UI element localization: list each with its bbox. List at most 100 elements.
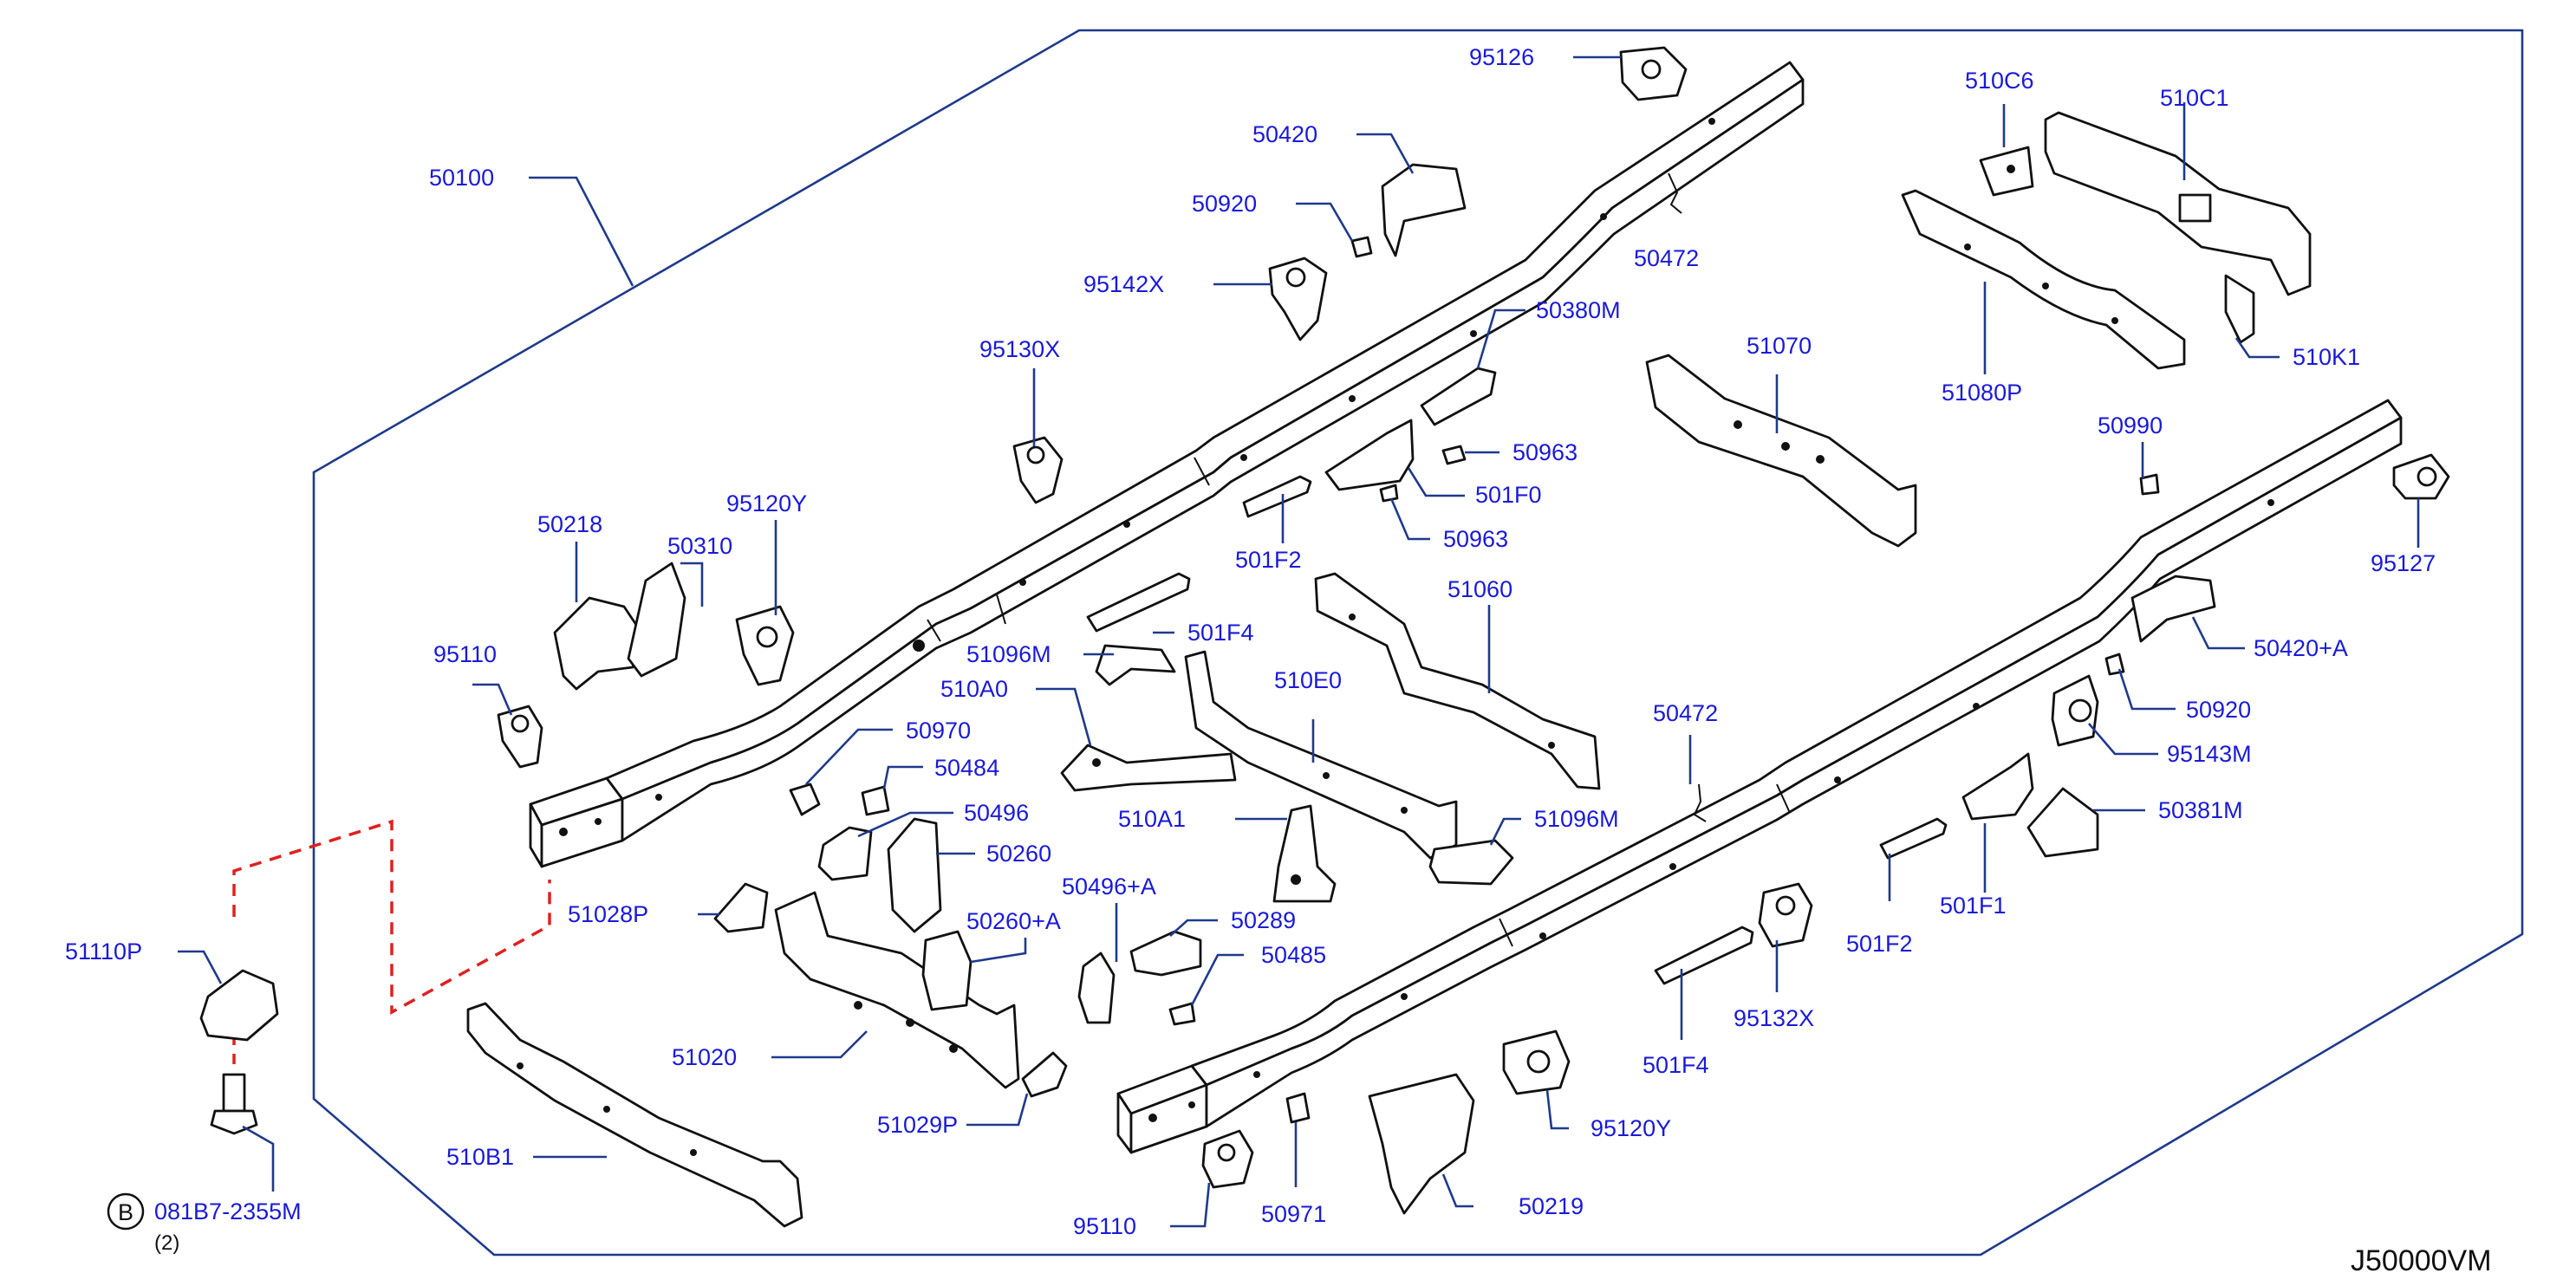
label-50920-upper: 50920 [1192, 191, 1257, 217]
clip-50484 [861, 785, 890, 816]
bracket-510k1 [2224, 274, 2255, 344]
lower-frame-rail [1116, 399, 2403, 1154]
label-95120y-lower: 95120Y [1590, 1115, 1671, 1141]
bracket-501f4-upper [1086, 572, 1191, 633]
label-50380m: 50380M [1536, 297, 1621, 323]
part-labels: 50100 95126 50420 50920 95142X 50472 510… [65, 44, 2436, 1239]
bracket-501f0 [1324, 419, 1415, 491]
label-51096m-lower: 51096M [1534, 806, 1619, 832]
bracket-50496-a [1077, 952, 1116, 1024]
crossmember-51080p [1901, 189, 2186, 370]
label-95143m: 95143M [2167, 741, 2252, 767]
bracket-50289 [1129, 930, 1202, 977]
label-95142x: 95142X [1083, 271, 1164, 297]
mount-95142x [1268, 257, 1328, 341]
label-510e0: 510E0 [1274, 667, 1342, 693]
mount-95143m [2051, 674, 2099, 747]
bolt-callout: B 081B7-2355M (2) [107, 1192, 302, 1255]
callout-quantity: (2) [154, 1231, 179, 1255]
label-95132x: 95132X [1734, 1005, 1814, 1031]
callout-part-number: 081B7-2355M [154, 1198, 302, 1224]
label-50381m: 50381M [2158, 797, 2243, 823]
label-50496-a: 50496+A [1062, 874, 1156, 900]
mount-95110-upper [497, 705, 543, 769]
bracket-51029p [1021, 1051, 1068, 1098]
label-50260: 50260 [986, 841, 1051, 867]
leader-lines [178, 55, 2420, 1228]
bracket-50381m [2026, 787, 2099, 858]
bracket-501f1 [1961, 752, 2034, 821]
bracket-510a0 [1060, 744, 1237, 792]
label-50484: 50484 [934, 755, 999, 781]
label-51080p: 51080P [1942, 380, 2022, 406]
label-50963-lower: 50963 [1443, 526, 1508, 552]
mount-95130x [1012, 436, 1064, 504]
label-51020: 51020 [672, 1044, 737, 1070]
bracket-501f2-lower [1879, 817, 1948, 860]
label-50100: 50100 [429, 165, 494, 191]
bracket-50420-a [2130, 575, 2216, 643]
assembly-boundary [312, 29, 2524, 1257]
label-50496: 50496 [964, 800, 1029, 826]
label-50485: 50485 [1261, 942, 1326, 968]
label-95130x: 95130X [979, 336, 1060, 362]
label-95120y-upper: 95120Y [726, 490, 807, 516]
crossmember-51020 [774, 891, 1020, 1089]
label-50971: 50971 [1261, 1201, 1326, 1227]
mount-95110-lower [1201, 1129, 1254, 1189]
bracket-50219 [1368, 1073, 1475, 1215]
crossmember-510c1 [2044, 111, 2312, 296]
bracket-510a1 [1272, 804, 1337, 903]
bracket-501f4-lower [1654, 926, 1754, 985]
label-50289: 50289 [1231, 907, 1296, 933]
callout-letter: B [118, 1199, 133, 1225]
mount-95126 [1619, 46, 1688, 101]
clip-50963-lower [1379, 484, 1399, 503]
label-510c1: 510C1 [2160, 85, 2229, 111]
bracket-50310 [627, 562, 686, 678]
label-50420: 50420 [1252, 121, 1317, 147]
clip-50971 [1285, 1092, 1311, 1124]
bracket-50218 [553, 596, 643, 691]
label-51110p: 51110P [65, 939, 142, 964]
upper-frame-rail [529, 61, 1805, 868]
callout-circle [107, 1192, 145, 1231]
label-50218: 50218 [537, 511, 602, 537]
label-50472-upper: 50472 [1634, 245, 1699, 271]
label-50990: 50990 [2098, 412, 2163, 438]
label-510k1: 510K1 [2293, 344, 2360, 370]
bracket-50496 [817, 826, 873, 881]
clip-50990 [2139, 473, 2160, 496]
label-95110-upper: 95110 [433, 641, 497, 667]
label-51060: 51060 [1447, 576, 1512, 602]
mount-95127 [2392, 453, 2450, 500]
label-510a0: 510A0 [940, 676, 1008, 702]
label-51070: 51070 [1747, 333, 1812, 359]
label-50963-upper: 50963 [1512, 439, 1577, 465]
label-50310: 50310 [667, 533, 732, 559]
label-501f2-upper: 501F2 [1235, 547, 1302, 573]
label-501f1: 501F1 [1940, 893, 2007, 919]
label-95126: 95126 [1469, 44, 1534, 70]
crossmember-510e0 [1184, 650, 1458, 860]
crossmember-51070 [1645, 354, 1917, 548]
mount-95120y-lower [1502, 1029, 1571, 1095]
mount-95132x [1758, 882, 1813, 948]
label-50970: 50970 [906, 718, 971, 744]
bracket-50260 [887, 817, 942, 933]
label-510a1: 510A1 [1118, 806, 1186, 832]
clip-50970 [789, 783, 821, 816]
label-50219: 50219 [1519, 1193, 1584, 1219]
label-50420-a: 50420+A [2254, 635, 2348, 661]
bracket-51028p [713, 882, 769, 933]
bracket-510c6 [1979, 146, 2034, 197]
bracket-51110p [199, 969, 279, 1042]
label-51029p: 51029P [877, 1112, 958, 1138]
clip-50920-upper [1350, 236, 1373, 258]
bracket-50260-a [921, 930, 973, 1011]
label-501f4-upper: 501F4 [1187, 620, 1254, 646]
label-50260-a: 50260+A [966, 908, 1061, 934]
clip-50485 [1168, 1002, 1196, 1026]
crossmember-51060 [1314, 572, 1601, 790]
label-95127: 95127 [2371, 550, 2436, 576]
